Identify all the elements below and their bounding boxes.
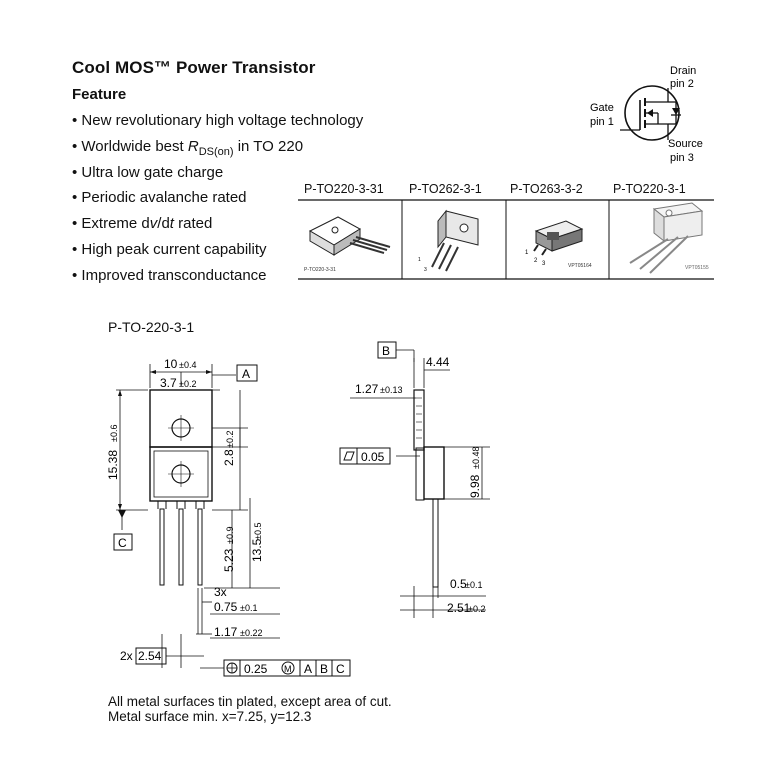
svg-text:C: C [336, 662, 345, 676]
position-tolerance-frame: 0.25 M A B C [223, 659, 351, 677]
svg-text:1: 1 [418, 257, 421, 263]
svg-text:10: 10 [164, 357, 178, 371]
note-line: Metal surface min. x=7.25, y=12.3 [108, 709, 312, 724]
svg-text:3: 3 [424, 267, 427, 273]
package-label: P-TO263-3-2 [510, 182, 583, 196]
notes: All metal surfaces tin plated, except ar… [108, 694, 392, 724]
svg-text:3: 3 [542, 261, 546, 267]
feature-list: • New revolutionary high voltage technol… [72, 111, 363, 292]
svg-text:P-TO220-3-31: P-TO220-3-31 [304, 267, 336, 273]
svg-text:2.8: 2.8 [222, 449, 236, 466]
feature-item: • Ultra low gate charge [72, 163, 224, 181]
svg-text:±0.22: ±0.22 [240, 628, 262, 638]
svg-text:±0.4: ±0.4 [179, 360, 196, 370]
svg-text:±0.48: ±0.48 [471, 447, 481, 469]
package-table: P-TO220-3-31 1 3 1 2 3 VPT05164 VPT05155 [298, 199, 714, 280]
dimension-drawing: A C 10 ±0.4 3.7 ±0.2 15.38 ±0.6 2.8 ±0.2… [106, 341, 490, 677]
package-label: P-TO220-3-31 [304, 182, 384, 196]
feature-item: • New revolutionary high voltage technol… [72, 112, 364, 129]
drawing-title: P-TO-220-3-1 [108, 319, 195, 335]
gate-label: Gate [590, 102, 614, 114]
gate-pin-label: pin 1 [590, 116, 614, 128]
svg-text:0.5: 0.5 [450, 577, 467, 591]
svg-text:0.05: 0.05 [361, 450, 385, 464]
svg-text:2.54: 2.54 [138, 649, 162, 663]
note-line: All metal surfaces tin plated, except ar… [108, 694, 392, 709]
svg-text:A: A [242, 367, 250, 381]
svg-text:±0.1: ±0.1 [465, 580, 482, 590]
svg-text:2.51: 2.51 [447, 601, 471, 615]
svg-text:13.5: 13.5 [250, 538, 264, 562]
feature-item: • High peak current capability [72, 240, 267, 258]
svg-text:0.75: 0.75 [214, 600, 238, 614]
svg-text:1.27: 1.27 [355, 382, 379, 396]
svg-text:±0.5: ±0.5 [253, 523, 263, 540]
feature-item: • Worldwide best RDS(on) in TO 220 [72, 137, 304, 158]
svg-text:B: B [382, 344, 390, 358]
svg-text:3x: 3x [214, 585, 227, 599]
drain-pin-label: pin 2 [670, 78, 694, 90]
feature-heading: Feature [72, 86, 127, 103]
svg-text:5.23: 5.23 [222, 548, 236, 572]
package-label: P-TO262-3-1 [409, 182, 482, 196]
feature-item: • Periodic avalanche rated [72, 189, 247, 207]
source-pin-label: pin 3 [670, 152, 694, 164]
svg-text:±0.2: ±0.2 [225, 431, 235, 448]
front-view [149, 389, 213, 586]
package-label: P-TO220-3-1 [613, 182, 686, 196]
page-title: Cool MOS™ Power Transistor [72, 58, 316, 77]
svg-text:0.25: 0.25 [244, 662, 268, 676]
svg-text:±0.13: ±0.13 [380, 385, 402, 395]
svg-text:1.17: 1.17 [214, 625, 238, 639]
svg-text:VPT05155: VPT05155 [685, 265, 709, 271]
svg-text:±0.2: ±0.2 [179, 379, 196, 389]
svg-text:C: C [118, 536, 127, 550]
svg-text:±0.1: ±0.1 [240, 603, 257, 613]
svg-text:±0.9: ±0.9 [225, 527, 235, 544]
package-image-to220-3-31: P-TO220-3-31 [304, 216, 391, 273]
source-label: Source [668, 138, 703, 150]
feature-item: • Improved transconductance [72, 266, 267, 284]
feature-item: • Extreme dv/dt rated [72, 215, 213, 233]
svg-text:2: 2 [534, 258, 538, 264]
svg-text:1: 1 [525, 250, 529, 256]
svg-text:±0.6: ±0.6 [109, 425, 119, 442]
svg-text:9.98: 9.98 [468, 474, 482, 498]
package-image-to220-3-1: VPT05155 [629, 202, 709, 274]
svg-text:B: B [320, 662, 328, 676]
svg-text:2x: 2x [120, 649, 133, 663]
svg-text:M: M [284, 664, 292, 674]
drain-label: Drain [670, 65, 696, 77]
mosfet-symbol: Drain pin 2 Gate pin 1 Source pin 3 [590, 65, 703, 164]
package-image-to262: 1 3 [418, 209, 479, 273]
svg-text:3.7: 3.7 [160, 376, 177, 390]
svg-text:15.38: 15.38 [106, 450, 120, 480]
package-image-to263: 1 2 3 VPT05164 [525, 220, 592, 269]
svg-text:4.44: 4.44 [426, 355, 450, 369]
svg-text:A: A [304, 662, 312, 676]
side-view [413, 389, 445, 588]
svg-text:±0.2: ±0.2 [468, 604, 485, 614]
svg-text:VPT05164: VPT05164 [568, 263, 592, 269]
